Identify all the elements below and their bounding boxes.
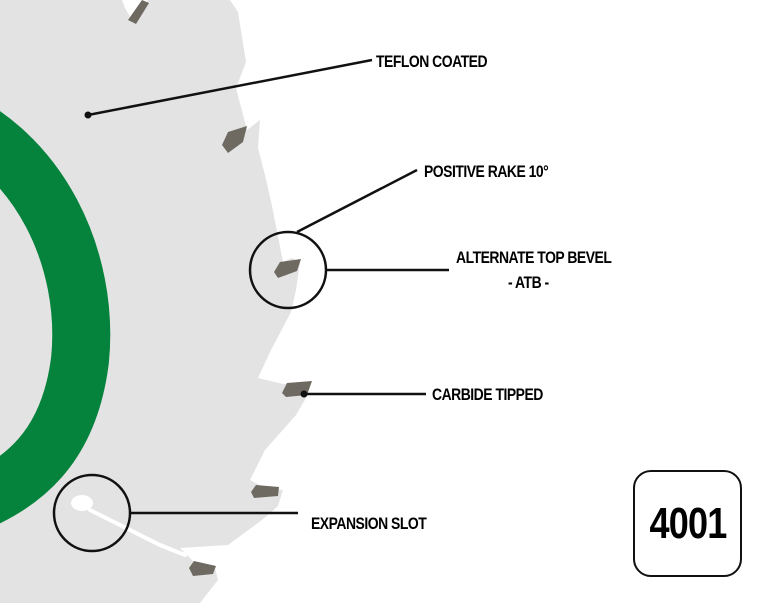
teflon-leader-line bbox=[87, 58, 373, 117]
carbide-tip-icon bbox=[189, 561, 216, 576]
callout-expansion-slot: EXPANSION SLOT bbox=[311, 514, 427, 533]
carbide-tips bbox=[128, 0, 312, 576]
carbide-tip-icon bbox=[251, 485, 279, 498]
blade-green-ring bbox=[0, 111, 111, 524]
callout-atb-sublabel: - ATB - bbox=[508, 273, 549, 292]
callout-lines bbox=[52, 58, 449, 553]
teflon-dot bbox=[84, 111, 92, 119]
expansion-slot bbox=[88, 508, 187, 557]
callout-teflon-coated: TEFLON COATED bbox=[376, 52, 488, 71]
carbide-tip-icon bbox=[128, 0, 149, 24]
callout-alternate-top-bevel: ALTERNATE TOP BEVEL bbox=[456, 248, 612, 267]
callout-carbide-tipped: CARBIDE TIPPED bbox=[432, 385, 543, 404]
model-number: 4001 bbox=[648, 498, 727, 548]
carbide-tip-icon bbox=[274, 259, 301, 278]
model-number-badge: 4001 bbox=[633, 470, 742, 577]
callout-positive-rake: POSITIVE RAKE 10° bbox=[424, 162, 549, 181]
carbide-tip-icon bbox=[222, 126, 247, 153]
rake-leader-line bbox=[296, 168, 418, 234]
expansion-slot-hole bbox=[71, 495, 93, 511]
carbide-dot bbox=[300, 390, 308, 398]
